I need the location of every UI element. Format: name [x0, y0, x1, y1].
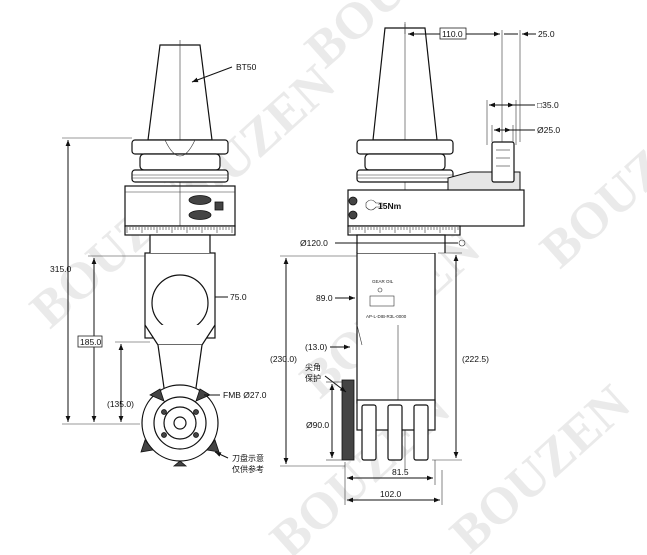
dim-spindle-width: 75.0: [230, 292, 247, 302]
cutter-side: [341, 379, 355, 461]
fmb-label: FMB Ø27.0: [223, 390, 267, 400]
wrench-icon: [188, 195, 224, 220]
dim-13: (13.0): [305, 342, 327, 352]
dim-815: 81.5: [392, 467, 409, 477]
spindle-window: [151, 274, 209, 332]
dim-overall-height: 315.0: [50, 264, 72, 274]
dim-lower-height: (135.0): [107, 399, 134, 409]
dim-102: 102.0: [380, 489, 402, 499]
dim-body-width: 89.0: [316, 293, 333, 303]
taper-label: BT50: [236, 62, 257, 72]
plate-line1: GEAR OIL: [372, 279, 394, 284]
note-line1: 尖角: [305, 362, 321, 372]
torque-label: 15Nm: [378, 201, 402, 211]
dim-top-right: 25.0: [538, 29, 555, 39]
dim-offset-x: 110.0: [442, 29, 463, 39]
dim-pin-dia: Ø25.0: [537, 125, 560, 135]
watermark-5: BOUZEN: [530, 90, 647, 279]
watermarks: BOUZEN BOUZEN BOUZEN BOUZEN BOUZEN BOUZE…: [20, 0, 647, 555]
cutter-note-line2: 仅供参考: [232, 464, 264, 474]
dim-2225: (222.5): [462, 354, 489, 364]
cutter-note-line1: 刀盘示意: [232, 453, 264, 463]
collar: [131, 139, 229, 155]
scale-ring: [124, 225, 236, 236]
dim-230: (230.0): [270, 354, 297, 364]
head-block-right: [347, 189, 525, 227]
body-right: [356, 252, 436, 404]
watermark-7: BOUZEN: [440, 375, 641, 555]
right-view: 15Nm GEAR OIL AP-L-DIB-R3L-0000 110.0 25: [270, 22, 560, 505]
dim-90: Ø90.0: [306, 420, 329, 430]
dim-mid-height: 185.0: [80, 337, 102, 347]
left-view: 315.0 185.0 (135.0) 75.0 FMB Ø27.0 BT50 …: [50, 40, 267, 474]
label-plate: GEAR OIL AP-L-DIB-R3L-0000: [366, 279, 407, 319]
dim-square: □35.0: [537, 100, 559, 110]
note-line2: 保护: [305, 373, 321, 383]
dim-flange-dia: Ø120.0: [300, 238, 328, 248]
plate-line5: AP-L-DIB-R3L-0000: [366, 314, 407, 319]
cutter-head: [140, 384, 220, 467]
